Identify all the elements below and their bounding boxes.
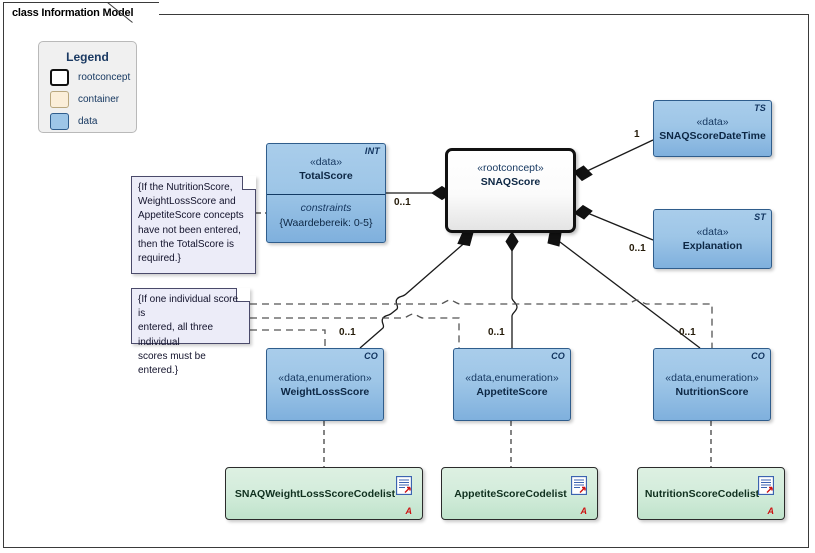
legend-label-data: data xyxy=(78,116,98,127)
note-totalscore-text: {If the NutritionScore, WeightLossScore … xyxy=(138,182,244,265)
class-weightlossscore-stereotype: «data,enumeration» xyxy=(278,371,372,384)
edge-snaqscore-weightlossscore xyxy=(359,231,474,349)
document-icon xyxy=(758,476,774,495)
class-nutritionscore[interactable]: CO «data,enumeration» NutritionScore xyxy=(653,348,771,421)
note-individual-score-fold-icon xyxy=(236,288,250,302)
class-totalscore-constraints-label: constraints xyxy=(300,202,352,214)
codelist-snaqweightlossscorecodelist-marker: A xyxy=(405,506,413,516)
codelist-snaqweightlossscorecodelist[interactable]: SNAQWeightLossScoreCodelist A xyxy=(225,467,423,520)
legend-swatch-rootconcept-icon xyxy=(50,69,69,86)
multiplicity-snaqscoredatetime: 1 xyxy=(634,129,640,140)
note-totalscore[interactable]: {If the NutritionScore, WeightLossScore … xyxy=(131,176,256,274)
multiplicity-appetitescore: 0..1 xyxy=(488,327,505,338)
class-nutritionscore-stereotype: «data,enumeration» xyxy=(665,371,759,384)
class-appetitescore[interactable]: CO «data,enumeration» AppetiteScore xyxy=(453,348,571,421)
class-explanation[interactable]: ST «data» Explanation xyxy=(653,209,772,269)
diagram-tab-label: class Information Model xyxy=(12,6,134,19)
note-individual-score[interactable]: {If one individual score is entered, all… xyxy=(131,288,250,376)
note-totalscore-body xyxy=(131,176,256,274)
class-appetitescore-name: AppetiteScore xyxy=(476,385,548,398)
class-explanation-stereotype: «data» xyxy=(696,226,729,238)
class-snaqscoredatetime-name: SNAQScoreDateTime xyxy=(659,129,766,142)
legend-swatch-container-icon xyxy=(50,91,69,108)
class-totalscore-constraints-value: {Waardebereik: 0-5} xyxy=(279,217,373,229)
codelist-appetitescorecodelist[interactable]: AppetiteScoreCodelist A xyxy=(441,467,598,520)
legend-item-data: data xyxy=(39,113,136,130)
multiplicity-nutritionscore: 0..1 xyxy=(679,327,696,338)
codelist-nutritionscorecodelist-name: NutritionScoreCodelist xyxy=(644,487,760,500)
legend-label-rootconcept: rootconcept xyxy=(78,72,131,83)
codelist-appetitescorecodelist-marker: A xyxy=(580,506,588,516)
legend-item-rootconcept: rootconcept xyxy=(39,69,136,86)
note-totalscore-fold-icon xyxy=(242,176,256,190)
class-snaqscore-stereotype: «rootconcept» xyxy=(477,162,544,174)
codelist-snaqweightlossscorecodelist-name: SNAQWeightLossScoreCodelist xyxy=(234,487,396,500)
multiplicity-totalscore: 0..1 xyxy=(394,197,411,208)
edge-snaqscore-explanation xyxy=(573,204,654,241)
legend-panel: Legend rootconcept container data xyxy=(38,41,137,133)
note-individual-score-body xyxy=(131,288,250,344)
note-individual-score-text: {If one individual score is entered, all… xyxy=(138,294,239,377)
class-weightlossscore[interactable]: CO «data,enumeration» WeightLossScore xyxy=(266,348,384,421)
class-nutritionscore-tag: CO xyxy=(751,351,765,361)
class-totalscore-stereotype: «data» xyxy=(309,156,343,168)
edge-snaqscore-appetitescore xyxy=(505,231,519,348)
class-snaqscoredatetime-stereotype: «data» xyxy=(696,115,729,128)
legend-title: Legend xyxy=(66,50,109,64)
class-explanation-tag: ST xyxy=(754,212,766,222)
class-totalscore-name: TotalScore xyxy=(299,170,353,182)
multiplicity-explanation: 0..1 xyxy=(629,243,646,254)
class-snaqscoredatetime-tag: TS xyxy=(754,103,766,113)
class-snaqscore-name: SNAQScore xyxy=(480,176,541,188)
codelist-nutritionscorecodelist-marker: A xyxy=(767,506,775,516)
class-appetitescore-tag: CO xyxy=(551,351,565,361)
legend-item-container: container xyxy=(39,91,136,108)
document-icon xyxy=(396,476,412,495)
note-connector-nutritionscore xyxy=(250,299,713,348)
class-appetitescore-stereotype: «data,enumeration» xyxy=(465,371,559,384)
class-snaqscore[interactable]: «rootconcept» SNAQScore xyxy=(445,148,576,233)
note-connector-weightlossscore xyxy=(250,329,326,348)
class-nutritionscore-name: NutritionScore xyxy=(675,385,749,398)
class-weightlossscore-name: WeightLossScore xyxy=(280,385,370,398)
codelist-nutritionscorecodelist[interactable]: NutritionScoreCodelist A xyxy=(637,467,785,520)
codelist-appetitescorecodelist-name: AppetiteScoreCodelist xyxy=(454,487,567,500)
class-explanation-name: Explanation xyxy=(682,240,743,252)
class-snaqscoredatetime[interactable]: TS «data» SNAQScoreDateTime xyxy=(653,100,772,157)
diagram-tab[interactable]: class Information Model xyxy=(3,2,160,22)
class-totalscore[interactable]: INT «data» TotalScore constraints {Waard… xyxy=(266,143,386,243)
edge-snaqscore-datetime xyxy=(573,139,654,182)
document-icon xyxy=(571,476,587,495)
legend-swatch-data-icon xyxy=(50,113,69,130)
note-connector-appetitescore xyxy=(250,313,460,348)
class-totalscore-constraints: constraints {Waardebereik: 0-5} xyxy=(267,195,385,231)
multiplicity-weightlossscore: 0..1 xyxy=(339,327,356,338)
class-weightlossscore-tag: CO xyxy=(364,351,378,361)
class-totalscore-tag: INT xyxy=(364,146,380,156)
class-totalscore-header: «data» TotalScore xyxy=(267,144,385,195)
legend-label-container: container xyxy=(78,94,120,105)
